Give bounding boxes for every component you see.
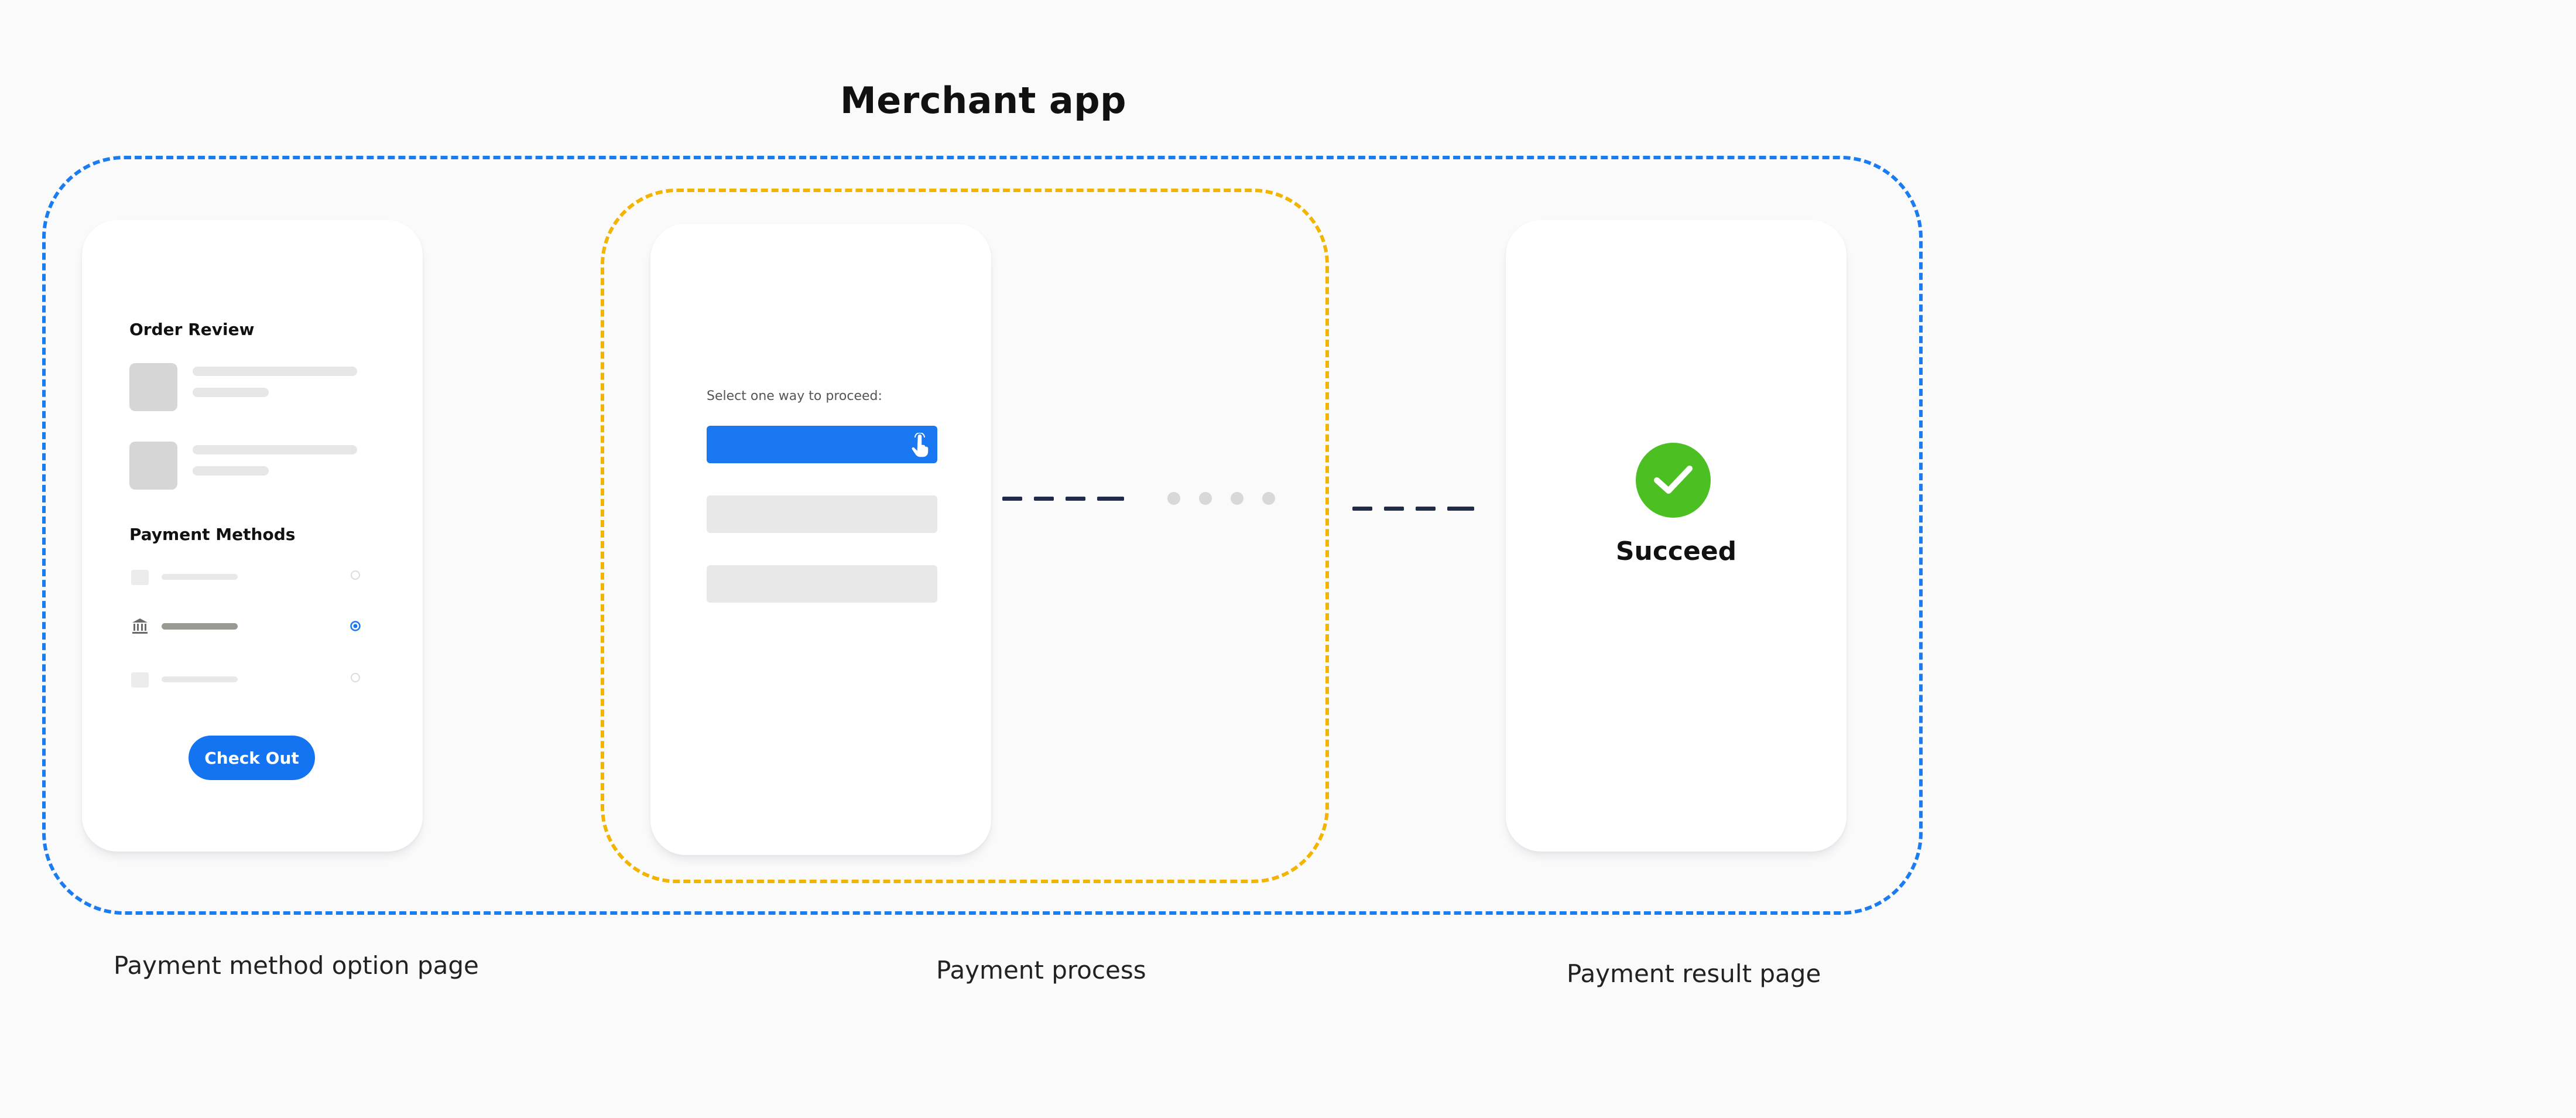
connector-dot xyxy=(1262,492,1275,505)
check-out-button[interactable]: Check Out xyxy=(189,736,315,780)
order-item-line xyxy=(193,445,357,454)
order-item-thumbnail xyxy=(129,442,177,490)
merchant-app-boundary xyxy=(42,156,1923,915)
connector-dash xyxy=(1352,507,1372,511)
order-item-line xyxy=(193,466,269,476)
caption-payment-process: Payment process xyxy=(936,956,1146,984)
payment-result-phone: Succeed xyxy=(1506,220,1847,852)
bank-icon xyxy=(132,618,148,634)
caption-option-page: Payment method option page xyxy=(114,951,479,980)
order-review-heading: Order Review xyxy=(129,320,255,339)
connector-dot xyxy=(1199,492,1212,505)
proceed-option[interactable] xyxy=(707,565,937,603)
connector-dash xyxy=(1002,497,1022,501)
card-icon xyxy=(131,570,149,585)
proceed-prompt: Select one way to proceed: xyxy=(707,389,882,404)
connector-dash xyxy=(1034,497,1054,501)
order-item-line xyxy=(193,367,357,376)
success-badge xyxy=(1636,443,1711,518)
connector-dash xyxy=(1066,497,1085,501)
connector-dash xyxy=(1384,507,1404,511)
payment-option-phone: Order Review Payment Methods Check Out xyxy=(82,220,423,852)
payment-process-phone: Select one way to proceed: xyxy=(650,224,991,855)
order-item-line xyxy=(193,388,269,397)
hand-pointer-icon xyxy=(911,433,929,458)
payment-method-label xyxy=(162,676,238,682)
connector-dash xyxy=(1107,497,1124,501)
success-status-text: Succeed xyxy=(1615,536,1737,566)
connector-dash xyxy=(1457,507,1474,511)
connector-dash xyxy=(1416,507,1436,511)
payment-methods-heading: Payment Methods xyxy=(129,525,296,544)
payment-method-radio[interactable] xyxy=(351,673,360,682)
payment-method-radio[interactable] xyxy=(351,570,360,580)
connector-dot xyxy=(1167,492,1180,505)
proceed-option-primary[interactable] xyxy=(707,426,937,463)
card-icon xyxy=(131,672,149,688)
connector-dot xyxy=(1231,492,1244,505)
checkmark-icon xyxy=(1654,466,1693,494)
caption-result-page: Payment result page xyxy=(1567,959,1821,988)
payment-method-label xyxy=(162,623,238,630)
payment-method-radio-selected[interactable] xyxy=(350,620,361,632)
payment-method-label xyxy=(162,574,238,580)
proceed-option[interactable] xyxy=(707,495,937,533)
diagram-title: Merchant app xyxy=(840,79,1127,122)
order-item-thumbnail xyxy=(129,363,177,411)
payment-process-boundary xyxy=(601,189,1329,883)
